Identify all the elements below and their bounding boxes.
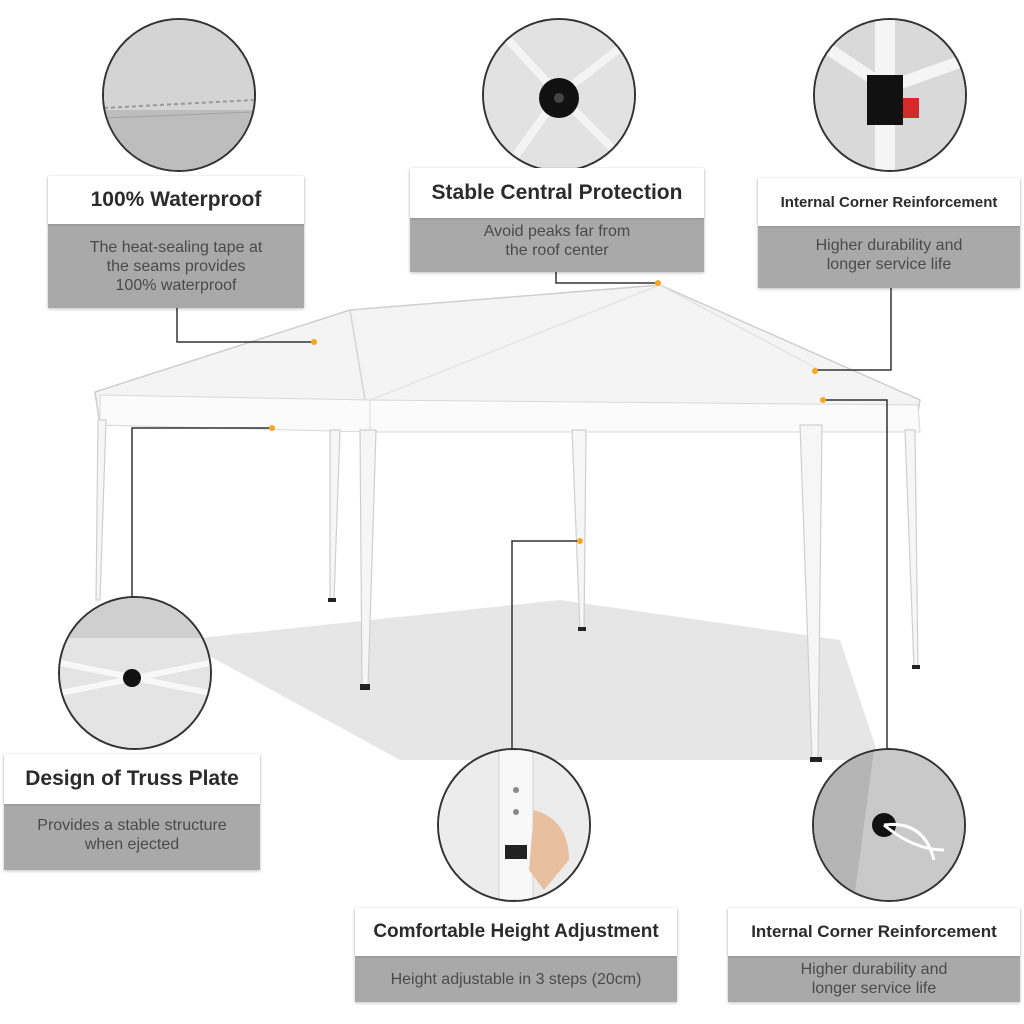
feature-card-truss-plate: Design of Truss Plate Provides a stable …: [4, 754, 260, 870]
feature-title: Internal Corner Reinforcement: [758, 178, 1020, 226]
feature-description: Avoid peaks far from the roof center: [483, 223, 631, 259]
feature-description: Provides a stable structure when ejected: [37, 817, 227, 853]
corner-tie-detail-image: [812, 748, 966, 902]
feature-description: Height adjustable in 3 steps (20cm): [390, 970, 642, 988]
canopy-valance: [99, 394, 371, 433]
feature-card-waterproof: 100% Waterproof The heat-sealing tape at…: [48, 176, 304, 308]
feature-description: Higher durability and longer service lif…: [815, 237, 963, 273]
feature-title: 100% Waterproof: [48, 176, 304, 224]
feature-description: Higher durability and longer service lif…: [800, 961, 948, 997]
feature-card-corner-top: Internal Corner Reinforcement Higher dur…: [758, 178, 1020, 288]
tent-legs: [95, 419, 919, 761]
feature-title: Stable Central Protection: [410, 168, 704, 218]
feature-description: The heat-sealing tape at the seams provi…: [89, 238, 263, 294]
truss-plate-detail-image: [58, 596, 212, 750]
height-adjustment-detail-image: [437, 748, 591, 902]
tent-shadow: [180, 600, 880, 760]
central-hub-detail-image: [482, 18, 636, 172]
corner-bracket-detail-image: [813, 18, 967, 172]
waterproof-seam-detail-image: [102, 18, 256, 172]
callout-dots: [269, 280, 826, 544]
feature-title: Design of Truss Plate: [4, 754, 260, 804]
feature-title: Internal Corner Reinforcement: [728, 908, 1020, 956]
feature-card-height-adjustment: Comfortable Height Adjustment Height adj…: [355, 908, 677, 1002]
feature-title: Comfortable Height Adjustment: [355, 908, 677, 956]
feature-card-corner-bottom: Internal Corner Reinforcement Higher dur…: [728, 908, 1020, 1002]
feature-card-central-protection: Stable Central Protection Avoid peaks fa…: [410, 168, 704, 272]
